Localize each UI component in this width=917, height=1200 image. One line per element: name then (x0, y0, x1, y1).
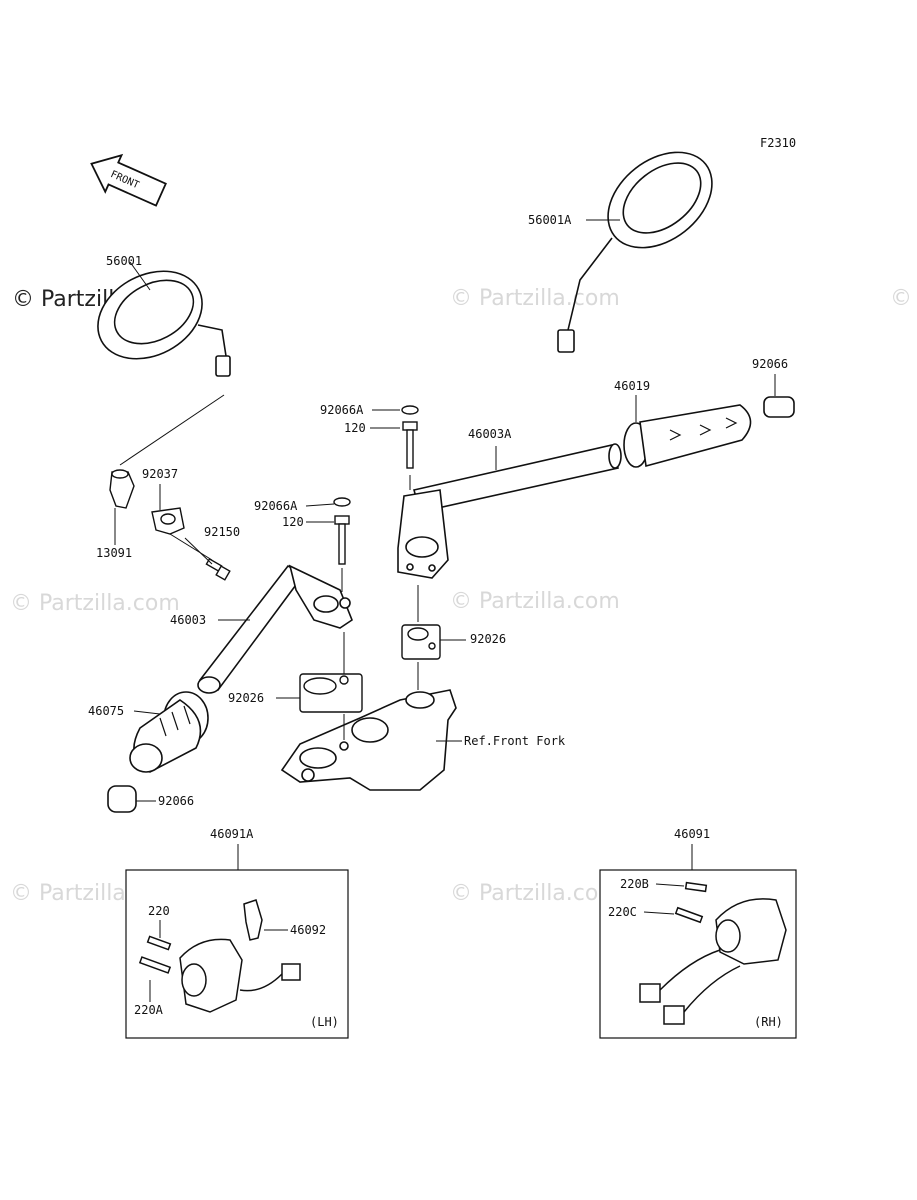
washer-lower-drawing (333, 497, 351, 565)
label-front-fork-ref: Ref.Front Fork (464, 734, 566, 748)
label-switch-lh-assembly: 46091A (210, 827, 254, 841)
label-end-cap-left: 92066 (158, 794, 194, 808)
label-screw-92150: 92150 (204, 525, 240, 539)
end-cap-left-drawing (107, 785, 137, 813)
mirror-left-drawing (97, 270, 231, 466)
label-screw-220b: 220B (620, 877, 649, 891)
label-grip-right: 46019 (614, 379, 650, 393)
label-switch-rh-assembly: 46091 (674, 827, 710, 841)
label-mirror-right: 56001A (528, 213, 572, 227)
label-screw-220c: 220C (608, 905, 637, 919)
handlebar-right-drawing (397, 443, 622, 579)
label-bolt-lower: 120 (282, 515, 304, 529)
label-clamp: 92037 (142, 467, 178, 481)
label-lever-46092: 46092 (290, 923, 326, 937)
label-grip-left: 46075 (88, 704, 124, 718)
front-arrow-icon: FRONT (90, 153, 167, 207)
switch-lh-drawing (138, 899, 301, 1013)
label-switch-lh-side: (LH) (310, 1015, 339, 1029)
screw-92150-drawing (205, 557, 231, 581)
figure-code: F2310 (760, 136, 796, 150)
label-end-cap-right: 92066 (752, 357, 788, 371)
watermark: © Partzilla.com (890, 286, 917, 311)
grip-right-drawing (623, 404, 752, 468)
label-bolt-upper: 120 (344, 421, 366, 435)
label-spacer-right: 92026 (470, 632, 506, 646)
clamp-drawing (151, 507, 185, 535)
watermark: © Partzilla.com (10, 591, 180, 616)
label-washer-upper: 92066A (320, 403, 364, 417)
grip-left-drawing (129, 691, 209, 773)
watermark: © Partzilla.com (450, 589, 620, 614)
watermark: © Partzilla.com (450, 881, 620, 906)
label-screw-220: 220 (148, 904, 170, 918)
spacer-left-drawing (299, 673, 363, 713)
watermark: © Partzilla.com (450, 286, 620, 311)
mirror-right-drawing (557, 151, 713, 353)
watermark-layer: © Partzilla.com © Partzilla.com © Partzi… (10, 286, 917, 906)
label-holder: 13091 (96, 546, 132, 560)
holder-drawing (109, 469, 135, 509)
label-washer-lower: 92066A (254, 499, 298, 513)
label-mirror-left: 56001 (106, 254, 142, 268)
label-handlebar-right: 46003A (468, 427, 512, 441)
end-cap-right-drawing (763, 396, 795, 418)
handlebar-left-drawing (197, 564, 353, 694)
label-switch-rh-side: (RH) (754, 1015, 783, 1029)
washer-upper-drawing (401, 405, 419, 469)
label-screw-220a: 220A (134, 1003, 164, 1017)
switch-rh-drawing (639, 881, 787, 1025)
spacer-right-drawing (401, 624, 441, 660)
alignment-lines (341, 475, 419, 740)
label-spacer-left: 92026 (228, 691, 264, 705)
label-handlebar-left: 46003 (170, 613, 206, 627)
fork-bracket-drawing (280, 689, 457, 791)
